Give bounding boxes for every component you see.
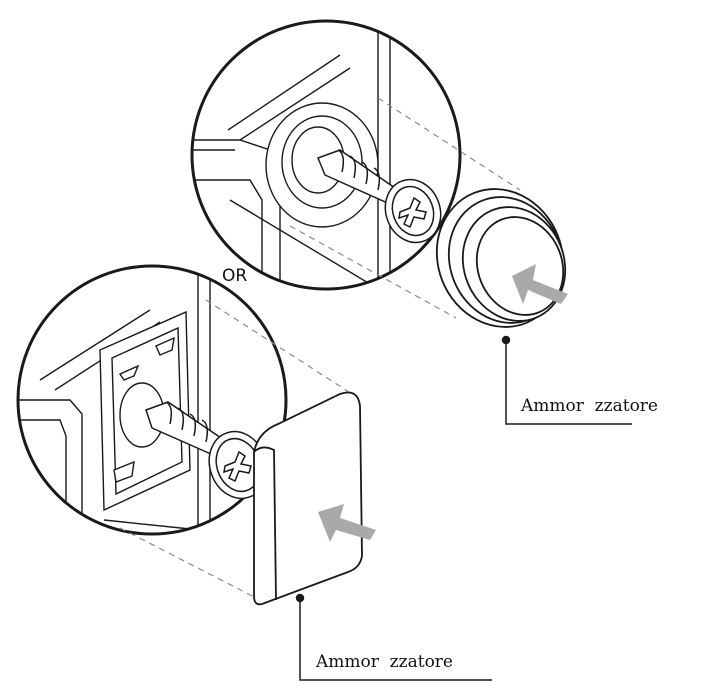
push-arrow-icon — [512, 264, 568, 304]
bottom-detail-circle — [16, 264, 288, 536]
screw-icon — [317, 149, 442, 244]
cap-bumper-icon — [253, 391, 363, 606]
push-arrow-icon — [318, 504, 376, 542]
leader-line-round — [501, 335, 632, 425]
top-detail-circle — [190, 19, 462, 291]
cap-bumper-label: Ammor zzatore — [316, 652, 453, 672]
or-label: OR — [222, 266, 248, 286]
round-bumper-icon — [435, 188, 567, 328]
top-projection-lines — [289, 97, 521, 319]
bottom-projection-lines — [119, 299, 353, 601]
leader-line-cap — [295, 593, 492, 681]
screw-icon — [145, 401, 268, 500]
round-bumper-label: Ammor zzatore — [521, 396, 658, 416]
